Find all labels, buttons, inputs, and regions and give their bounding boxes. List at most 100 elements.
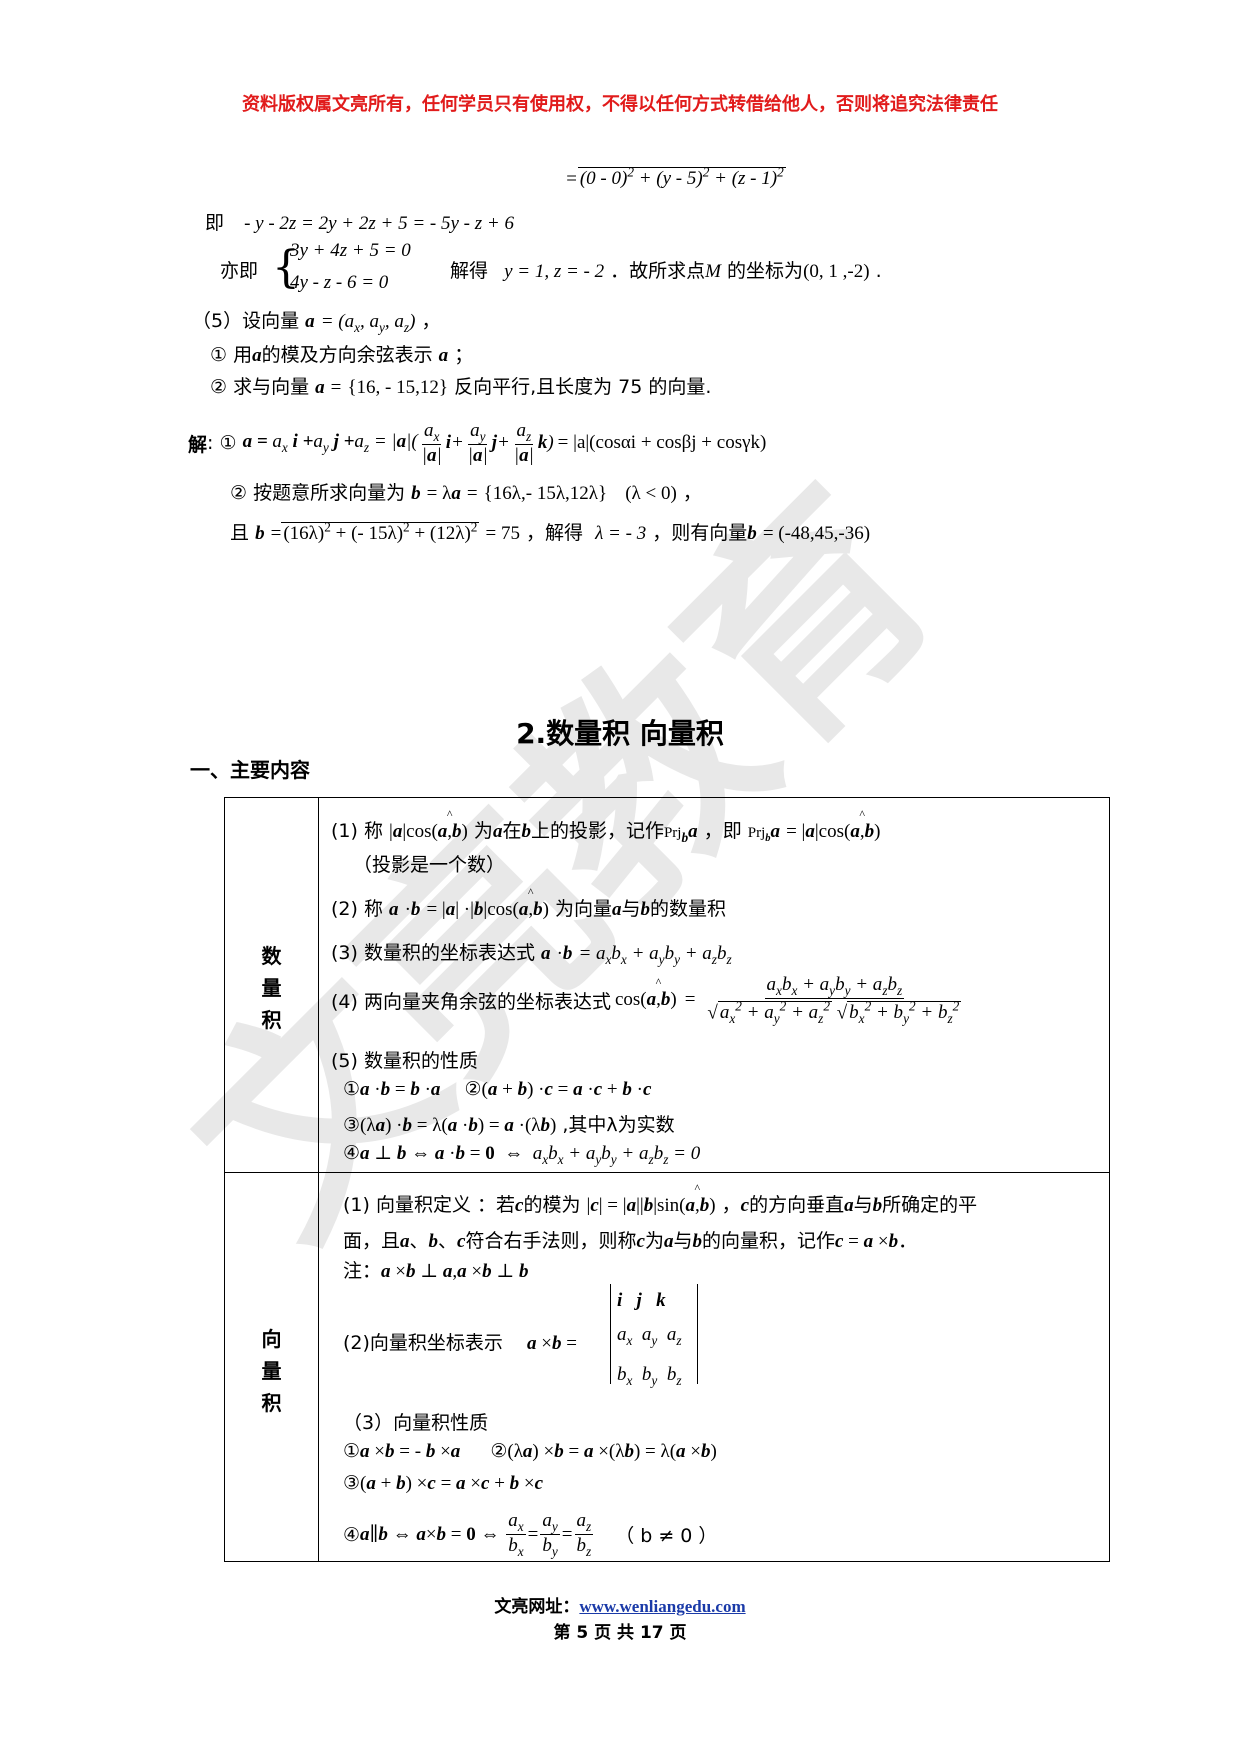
row-label-char: 量 — [261, 1359, 282, 1383]
dot-i3-prefix: (3) 数量积的坐标表达式 — [331, 942, 535, 964]
part1-num: ① — [219, 432, 237, 455]
dot-item5-title: (5) 数量积的性质 — [331, 1050, 478, 1072]
dot-property-1-2: ①a ·b = b ·a ②(a + b) ·c = a ·c + b ·c — [343, 1078, 652, 1100]
dot-i1-proj: Prj — [663, 825, 682, 841]
intro-prefix: （5）设向量 — [192, 310, 300, 332]
distance-expression: =(0 - 0)2 + (y - 5)2 + (z - 1)2 — [565, 165, 786, 190]
system-brace: { — [272, 242, 300, 293]
dot-i1-mid3: 上的投影，记作 — [530, 820, 664, 842]
problem5-intro: （5）设向量 a = (ax, ay, az) ， — [192, 310, 441, 335]
cross-l2-g: 的向量积，记作 — [701, 1230, 835, 1252]
row-label-char: 数 — [261, 944, 282, 968]
equation-ji: - y - 2z = 2y + 2z + 5 = - 5y - z + 6 — [244, 213, 514, 234]
dot-item3: (3) 数量积的坐标表达式 a ·b = axbx + ayby + azbz — [331, 942, 732, 967]
cross-property-1-2: ①a ×b = - b ×a ②(λa) ×b = a ×(λb) = λ(a … — [343, 1440, 717, 1462]
solution5-part1: 解: ① a = ax i +ay j +az = |a|( ax|a|i+ a… — [188, 420, 767, 467]
dot-prop3-suffix: ,其中λ为实数 — [562, 1114, 675, 1136]
dot-property-3: ③(λa) ·b = λ(a ·b) = a ·(λb) ,其中λ为实数 — [343, 1114, 675, 1136]
row-label-char: 量 — [261, 976, 282, 1000]
part2-end: ， — [682, 482, 702, 504]
dot-prop-num: ④ — [343, 1142, 361, 1164]
cross-l2-b: 、 — [409, 1230, 429, 1252]
footer-page-number: 第 5 页 共 17 页 — [553, 1623, 687, 1643]
row-label-char: 积 — [261, 1008, 282, 1032]
solve-value: y = 1, z = - 2 — [504, 261, 605, 282]
dot-item1-note: （投影是一个数） — [353, 854, 506, 876]
cross-l2-c: 、 — [438, 1230, 458, 1252]
item2-suffix: 反向平行,且长度为 75 的向量. — [454, 376, 712, 398]
dot-i2-suffix: 为向量 — [555, 898, 613, 920]
cross-prop-num: ③ — [343, 1472, 361, 1494]
dot-i2-prefix: (2) 称 — [331, 898, 383, 920]
dot-i1-mid2: 在 — [502, 820, 522, 842]
cross-item1-line2: 面，且a、b、c符合右手法则，则称c为a与b的向量积，记作c = a ×b． — [343, 1230, 918, 1252]
cross-l2-d: 符合右手法则，则称 — [465, 1230, 637, 1252]
cross-item3-title: （3）向量积性质 — [343, 1412, 489, 1434]
cross-property-3: ③(a + b) ×c = a ×c + b ×c — [343, 1472, 544, 1494]
cross-prop-num: ④ — [343, 1523, 361, 1546]
dot-item1: (1) 称 |a|cos(a,b) 为a在b上的投影，记作Prjba ，即 Pr… — [331, 816, 880, 846]
line-yiji: 亦即 — [220, 256, 258, 283]
dot-i1-prefix: (1) 称 — [331, 820, 383, 842]
cross-prop-num: ② — [490, 1440, 508, 1462]
conclusion-suffix: 的坐标为 — [727, 260, 804, 282]
dot-item2: (2) 称 a ·b = |a| ·|b|cos(a,b) 为向量a与b的数量积 — [331, 894, 726, 921]
part3-expr: = 75 — [485, 523, 520, 544]
conclusion-end: . — [875, 260, 882, 282]
cross-note: 注：a ×b ⊥ a,a ×b ⊥ b — [343, 1260, 529, 1282]
cross-c1-mid3: 的方向垂直 — [749, 1194, 845, 1216]
part3-solve: ，解得 — [526, 522, 584, 544]
item2-prefix: ② 求与向量 — [210, 376, 310, 398]
dot-item4: (4) 两向量夹角余弦的坐标表达式 cos(a,b) = axbx + ayby… — [331, 974, 965, 1026]
label-solve: 解得 — [450, 260, 489, 282]
section-subtitle: 一、主要内容 — [190, 758, 310, 782]
item1-mid: 的模及方向余弦表示 — [261, 344, 433, 366]
solution5-part3: 且 b =(16λ)2 + (- 15λ)2 + (12λ)2 = 75 ，解得… — [230, 519, 871, 544]
conclusion-text: ．故所求点 — [610, 260, 706, 282]
point-coords: (0, 1 ,-2) — [803, 261, 870, 282]
part3-result: = (-48,45,-36) — [762, 523, 871, 544]
solution5-part2: ② 按题意所求向量为 b = λa = {16λ,- 15λ,12λ} (λ <… — [230, 482, 702, 504]
label-ji: 即 — [205, 212, 225, 234]
copyright-notice: 资料版权属文亮所有，任何学员只有使用权，不得以任何方式转借给他人，否则将追究法律… — [242, 94, 998, 115]
dot-i1-mid4: ，即 — [703, 820, 742, 842]
problem5-item1: ① 用a的模及方向余弦表示 a ； — [210, 344, 474, 366]
line-solve: 解得 y = 1, z = - 2 ．故所求点M 的坐标为(0, 1 ,-2) … — [450, 256, 882, 283]
item2-vector: {16, - 15,12} — [347, 377, 449, 398]
cross-c1-mid2: ， — [721, 1194, 741, 1216]
solution-label: 解 — [188, 433, 208, 456]
dot-prop-num: ① — [343, 1078, 361, 1100]
dot-i4-prefix: (4) 两向量夹角余弦的坐标表达式 — [331, 990, 611, 1013]
footer-site-link[interactable]: www.wenliangedu.com — [579, 1597, 746, 1616]
problem5-item2: ② 求与向量 a = {16, - 15,12} 反向平行,且长度为 75 的向… — [210, 376, 712, 398]
item1-end: ； — [454, 344, 474, 366]
cross-prop-num: ① — [343, 1440, 361, 1462]
cross-prop4-cond: （ b ≠ 0 ） — [615, 1525, 718, 1548]
section-title: 2.数量积 向量积 — [516, 717, 724, 750]
label-yiji: 亦即 — [220, 260, 259, 282]
cross-c1-mid1: 的模为 — [523, 1194, 581, 1216]
cross-l2-f: 与 — [673, 1230, 693, 1252]
cross-note-label: 注： — [343, 1260, 382, 1282]
system-eq1: 3y + 4z + 5 = 0 — [290, 240, 411, 261]
system-eq2: 4y - z - 6 = 0 — [290, 272, 389, 293]
part3-then: ，则有向量 — [652, 522, 748, 544]
dot-property-4: ④a ⊥ b ⇔ a ·b = 0 ⇔ axbx + ayby + azbz =… — [343, 1142, 701, 1167]
part1-expr-end: = |a|(cosαi + cosβj + cosγk) — [557, 432, 767, 454]
content-table: 数 量 积 向 量 积 (1) 称 |a|cos(a,b) 为a在b上的投影，记… — [224, 797, 1110, 1562]
part3-prefix: 且 — [230, 522, 250, 544]
table-divider-vertical — [318, 798, 319, 1561]
dot-i1-mid1: 为 — [473, 820, 493, 842]
item1-prefix: ① 用 — [210, 344, 253, 366]
intro-suffix: ， — [421, 310, 441, 332]
cross-l2-a: 面，且 — [343, 1230, 401, 1252]
point-m: M — [705, 261, 721, 282]
table-divider-horizontal — [225, 1172, 1109, 1173]
dot-prop-num: ③ — [343, 1114, 361, 1136]
part3-lambda: λ = - 3 — [595, 523, 647, 544]
cross-item1-line1: (1) 向量积定义 ：若c的模为 |c| = |a||b|sin(a,b) ，c… — [343, 1190, 977, 1217]
line-ji: 即 - y - 2z = 2y + 2z + 5 = - 5y - z + 6 — [205, 208, 514, 235]
cross-c1-mid5: 所确定的平 — [882, 1194, 978, 1216]
part2-expr: {16λ,- 15λ,12λ} — [483, 483, 608, 504]
